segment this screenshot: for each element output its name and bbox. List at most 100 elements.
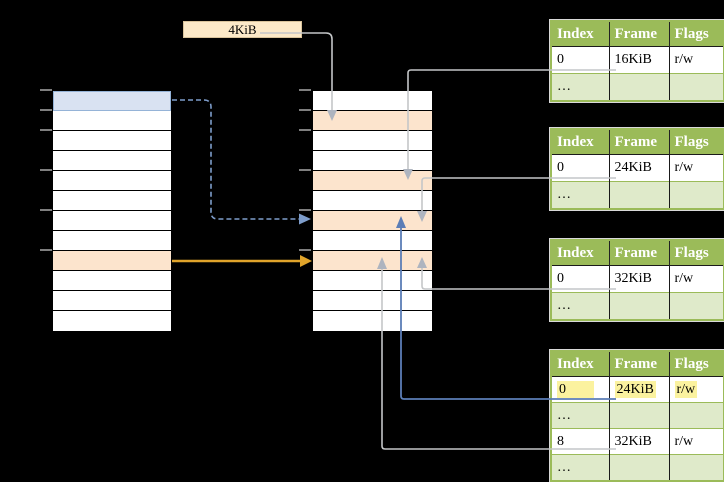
- physical-memory-row-1: [313, 111, 432, 131]
- page-table-3-header-frame: Frame: [608, 241, 669, 266]
- page-table-1-row-1: …: [552, 73, 723, 100]
- virtual-tick-2: [40, 129, 52, 131]
- page-table-4-header-frame: Frame: [608, 352, 669, 377]
- page-table-2-cell-r1c2: [668, 181, 723, 208]
- page-table-1-header-frame: Frame: [608, 22, 669, 47]
- physical-memory-row-2: [313, 131, 432, 151]
- arrow-virtual-to-physical-dashed: [172, 99, 311, 225]
- virtual-memory-row-8: [53, 251, 171, 271]
- physical-tick-0: [299, 89, 311, 91]
- page-table-2-cell-r0c2: r/w: [668, 154, 723, 182]
- page-table-1-cell-r1c2: [668, 73, 723, 100]
- virtual-memory-column: [52, 90, 172, 331]
- page-table-4-cell-r0c0: 0: [552, 376, 609, 403]
- physical-memory-row-8: [313, 251, 432, 271]
- page-table-2-header-frame: Frame: [608, 130, 669, 155]
- page-table-3-header-flags: Flags: [668, 241, 723, 266]
- page-table-2-cell-r1c0: …: [552, 181, 609, 208]
- physical-memory-row-4: [313, 171, 432, 191]
- virtual-memory-row-10: [53, 291, 171, 311]
- page-table-4-cell-r1c1: [608, 402, 669, 429]
- page-table-3-cell-r0c2: r/w: [668, 265, 723, 293]
- page-table-4-cell-r1c2: [668, 402, 723, 429]
- page-table-3-cell-r0c1: 32KiB: [608, 265, 669, 293]
- page-table-4-cell-r3c0: …: [552, 454, 609, 480]
- virtual-tick-0: [40, 89, 52, 91]
- page-table-4-cell-r2c0: 8: [552, 428, 609, 455]
- physical-memory-row-5: [313, 191, 432, 211]
- page-table-1-cell-r0c0: 0: [552, 46, 609, 74]
- page-table-1-cell-r1c0: …: [552, 73, 609, 100]
- physical-tick-2: [299, 129, 311, 131]
- virtual-tick-1: [40, 109, 52, 111]
- page-table-1-cell-r1c1: [608, 73, 669, 100]
- physical-memory-row-0: [313, 91, 432, 111]
- page-table-4-header-index: Index: [552, 352, 609, 377]
- physical-memory-row-9: [313, 271, 432, 291]
- physical-memory-column: [312, 90, 433, 331]
- physical-memory-row-10: [313, 291, 432, 311]
- page-table-2-header-index: Index: [552, 130, 609, 155]
- page-table-3-header-index: Index: [552, 241, 609, 266]
- physical-memory-row-6: [313, 211, 432, 231]
- page-table-2-cell-r1c1: [608, 181, 669, 208]
- virtual-memory-row-5: [53, 191, 171, 211]
- physical-tick-4: [299, 169, 311, 171]
- virtual-memory-row-2: [53, 131, 171, 151]
- page-table-3-row-1: …: [552, 292, 723, 319]
- physical-tick-6: [299, 209, 311, 211]
- page-table-4-row-1: …: [552, 402, 723, 429]
- page-table-1-header-flags: Flags: [668, 22, 723, 47]
- page-table-2-header-flags: Flags: [668, 130, 723, 155]
- highlighted-value: 0: [557, 380, 594, 398]
- page-table-2-row-1: …: [552, 181, 723, 208]
- highlighted-value: r/w: [674, 380, 698, 398]
- page-table-4-cell-r3c1: [608, 454, 669, 480]
- virtual-memory-row-9: [53, 271, 171, 291]
- page-table-3-cell-r0c0: 0: [552, 265, 609, 293]
- page-table-4-cell-r3c2: [668, 454, 723, 480]
- virtual-memory-row-0: [53, 91, 171, 111]
- virtual-memory-row-4: [53, 171, 171, 191]
- physical-memory-row-3: [313, 151, 432, 171]
- page-table-4-header-flags: Flags: [668, 352, 723, 377]
- page-table-1-cell-r0c1: 16KiB: [608, 46, 669, 74]
- virtual-tick-6: [40, 209, 52, 211]
- highlighted-value: 24KiB: [614, 380, 656, 398]
- page-table-4-row-3: …: [552, 454, 723, 480]
- virtual-memory-row-6: [53, 211, 171, 231]
- page-table-4-cell-r0c1: 24KiB: [608, 376, 669, 403]
- physical-tick-1: [299, 109, 311, 111]
- page-table-2-cell-r0c1: 24KiB: [608, 154, 669, 182]
- virtual-memory-row-11: [53, 311, 171, 331]
- page-table-3-cell-r1c0: …: [552, 292, 609, 319]
- page-table-4-cell-r0c2: r/w: [668, 376, 723, 403]
- page-table-1-cell-r0c2: r/w: [668, 46, 723, 74]
- page-table-4-cell-r1c0: …: [552, 402, 609, 429]
- virtual-tick-4: [40, 169, 52, 171]
- page-table-2-cell-r0c0: 0: [552, 154, 609, 182]
- page-table-3-cell-r1c1: [608, 292, 669, 319]
- page-table-1-header-index: Index: [552, 22, 609, 47]
- page-table-3-cell-r1c2: [668, 292, 723, 319]
- page-table-4-cell-r2c1: 32KiB: [608, 428, 669, 455]
- arrow-virtual-to-physical-orange: [172, 255, 312, 267]
- physical-memory-row-7: [313, 231, 432, 251]
- page-size-label: 4KiB: [183, 21, 302, 38]
- page-table-4-cell-r2c2: r/w: [668, 428, 723, 455]
- physical-tick-8: [299, 249, 311, 251]
- virtual-tick-8: [40, 249, 52, 251]
- page-table-4-row-0: 0 24KiB r/w: [552, 376, 723, 403]
- virtual-memory-row-3: [53, 151, 171, 171]
- virtual-memory-row-7: [53, 231, 171, 251]
- virtual-memory-row-1: [53, 111, 171, 131]
